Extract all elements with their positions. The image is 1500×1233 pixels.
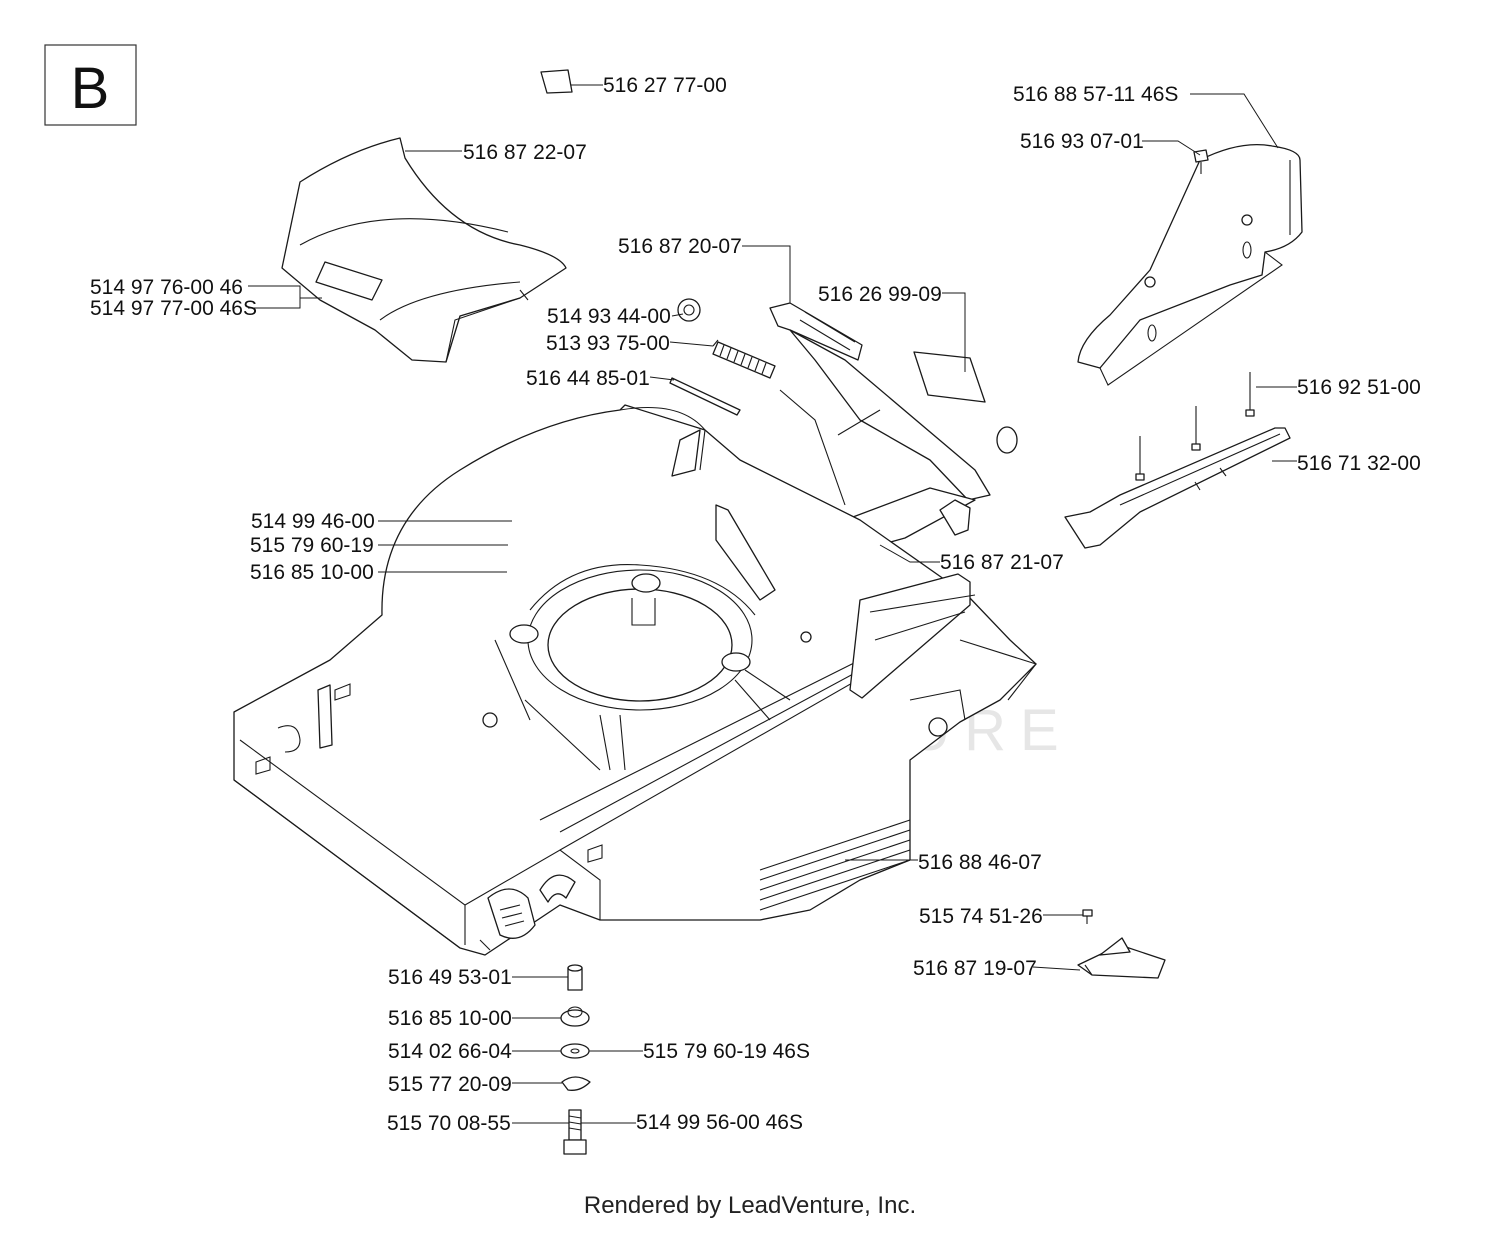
callout-label: 516 88 57-11 46S	[1013, 83, 1178, 106]
callout-label: 516 87 21-07	[940, 551, 1064, 574]
callout-label: 516 88 46-07	[918, 851, 1042, 874]
clip-part	[677, 298, 701, 322]
callout-label: 516 26 99-09	[818, 283, 942, 306]
decal-small-part	[540, 69, 573, 94]
rail-part	[1064, 427, 1291, 549]
callout-label: 516 85 10-00	[250, 561, 374, 584]
section-label-box	[44, 44, 137, 126]
mower-deck-part	[233, 404, 1037, 956]
callout-label: 516 85 10-00	[388, 1007, 512, 1030]
callout-label: 516 71 32-00	[1297, 452, 1421, 475]
callout-label: 515 74 51-26	[919, 905, 1043, 928]
callout-label: 515 70 08-55	[387, 1112, 511, 1135]
hinge-part	[1077, 937, 1166, 979]
cap-part	[996, 426, 1018, 454]
callout-label: 515 77 20-09	[388, 1073, 512, 1096]
screw-small-part	[1082, 909, 1093, 924]
spring-part	[712, 339, 776, 379]
callout-label: 516 87 20-07	[618, 235, 742, 258]
callout-label: 516 27 77-00	[603, 74, 727, 97]
clip-lower-part	[561, 1076, 591, 1091]
rear-cover-part	[1077, 143, 1303, 386]
callout-label: 514 99 46-00	[251, 510, 375, 533]
callout-label: 516 49 53-01	[388, 966, 512, 989]
callout-label: 513 93 75-00	[546, 332, 670, 355]
callout-label: 516 87 22-07	[463, 141, 587, 164]
callout-label: 515 79 60-19 46S	[643, 1040, 810, 1063]
callout-label: 516 92 51-00	[1297, 376, 1421, 399]
spacer-part	[567, 964, 583, 991]
callout-label: 514 02 66-04	[388, 1040, 512, 1063]
bolt-part	[563, 1109, 587, 1155]
leader-lines	[248, 84, 1297, 1124]
bushing-lower-part	[560, 1006, 590, 1027]
bag-cover-part	[281, 137, 567, 363]
render-credit: Rendered by LeadVenture, Inc.	[583, 1192, 917, 1219]
decal-handle-part	[913, 351, 986, 403]
callout-label: 516 87 19-07	[913, 957, 1037, 980]
pin-part	[669, 377, 741, 416]
section-label: B	[71, 56, 110, 121]
callout-label: 514 97 76-00 46	[90, 276, 243, 299]
callout-label: 514 93 44-00	[547, 305, 671, 328]
rivet-parts	[1135, 372, 1255, 481]
callout-label: 514 97 77-00 46S	[90, 297, 257, 320]
callout-label: 516 44 85-01	[526, 367, 650, 390]
callout-label: 515 79 60-19	[250, 534, 374, 557]
lever-part	[769, 302, 991, 506]
washer-lower-part	[560, 1043, 590, 1059]
callout-label: 514 99 56-00 46S	[636, 1111, 803, 1134]
callout-label: 516 93 07-01	[1020, 130, 1144, 153]
